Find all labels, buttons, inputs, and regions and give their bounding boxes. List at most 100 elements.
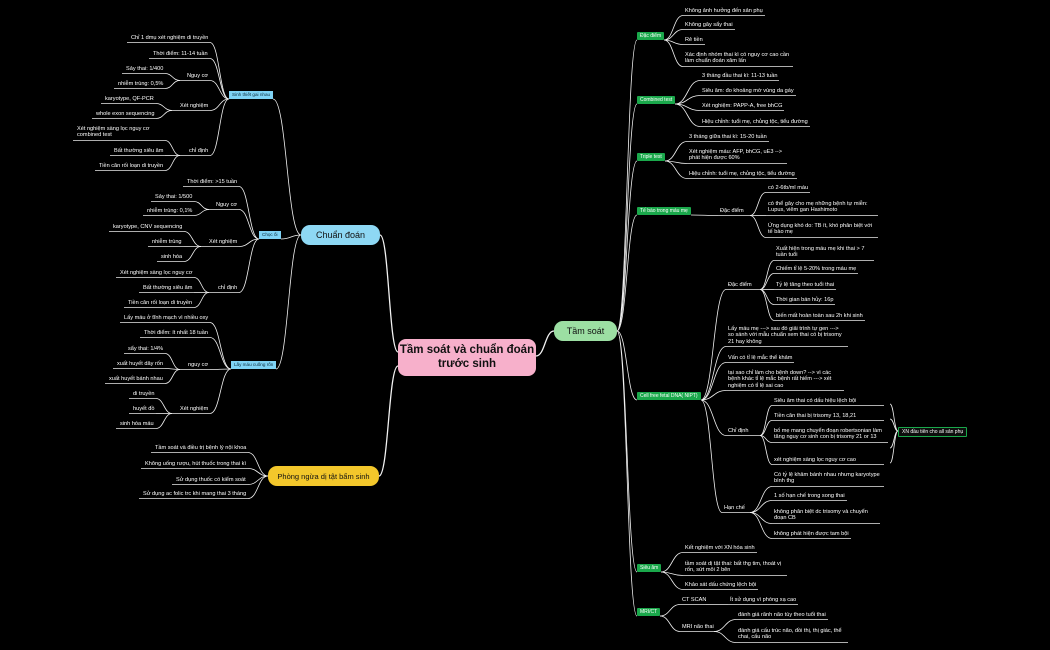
leaf[interactable]: Xét nghiệm sàng lọc nguy cơ combined tes… (77, 126, 150, 139)
branch-chuan-doan[interactable]: Chuẩn đoán (301, 225, 380, 245)
leaf[interactable]: karyotype, QF-PCR (105, 96, 154, 102)
group-sinh-thiet[interactable]: Sinh thiết gai nhau (229, 91, 274, 99)
leaf[interactable]: Xét nghiệm máu: AFP, bhCG, uE3 --> phát … (689, 149, 783, 162)
leaf[interactable]: đánh giá cấu trúc não, đồi thị, thị giác… (738, 628, 842, 641)
leaf-lay-mau[interactable]: Lấy máu mẹ ---> sau đó giải trình tự gen… (728, 326, 842, 345)
connector (209, 322, 232, 370)
leaf[interactable]: nhiễm trùng: 0,5% (118, 81, 164, 87)
leaf[interactable]: Có tỷ lệ khảm bánh nhau nhưng karyotype … (774, 472, 880, 485)
leaf[interactable]: Ứng dụng khó do: TB ít, khó phân biệt vớ… (768, 223, 873, 236)
leaf[interactable]: Lấy máu ở tĩnh mạch vì nhiều oxy (124, 315, 209, 321)
connector (238, 238, 260, 293)
sub-chi-dinh[interactable]: chỉ định (218, 285, 238, 291)
group-choc-oi[interactable]: Chọc ối (259, 231, 281, 239)
leaf[interactable]: Tỷ lệ tăng theo tuổi thai (776, 282, 835, 288)
group-cuong-ron[interactable]: Lấy máu cuống rốn (231, 361, 277, 369)
leaf[interactable]: Ít sử dụng vì phóng xạ cao (730, 597, 797, 603)
leaf[interactable]: Khảo sát dấu chứng lệch bội (685, 582, 757, 588)
leaf[interactable]: Thời gian bán hủy: 16p (776, 297, 834, 303)
branch-tam-soat[interactable]: Tầm soát (554, 321, 617, 341)
leaf[interactable]: 3 tháng đầu thai kì: 11-13 tuần (702, 73, 778, 79)
leaf-tai-sao[interactable]: tại sao chỉ làm cho bệnh down? --> vì cá… (728, 370, 832, 389)
sub-han-che[interactable]: Hạn chế (724, 505, 745, 511)
leaf-phong-ngua[interactable]: Sử dụng ac folic trc khi mang thai 3 thá… (143, 491, 247, 497)
group-te-bao[interactable]: Tế bào trong máu mẹ (637, 207, 691, 215)
side-note-xn-dau-tien[interactable]: XN đầu tiên cho all sản phụ (898, 427, 968, 437)
group-cffdna[interactable]: Cell free fetal DNA( NIPT) (637, 392, 701, 400)
leaf[interactable]: 3 tháng giữa thai kì: 15-20 tuần (689, 134, 767, 140)
leaf[interactable]: Không ảnh hưởng đến sản phụ (685, 8, 763, 14)
leaf[interactable]: Bất thường siêu âm (143, 285, 193, 291)
sub-nguy-co[interactable]: Nguy cơ (216, 202, 238, 208)
sub-dac-diem[interactable]: Đặc điểm (728, 282, 752, 288)
sub-chi-dinh[interactable]: Chỉ định (728, 428, 749, 434)
leaf[interactable]: bố mẹ mang chuyển đoạn robertsonian làm … (774, 428, 882, 441)
sub-xet-nghiem[interactable]: Xét nghiệm (180, 406, 209, 412)
leaf[interactable]: Rẻ tiền (685, 37, 703, 43)
leaf[interactable]: Xét nghiệm sàng lọc nguy cơ (120, 270, 193, 276)
leaf[interactable]: xét nghiệm sàng lọc nguy cơ cao (774, 457, 857, 463)
leaf[interactable]: biến mất hoàn toàn sau 2h khi sinh (776, 313, 863, 319)
leaf[interactable]: di truyền (133, 391, 155, 397)
leaf[interactable]: Hiệu chỉnh: tuổi mẹ, chủng tộc, tiểu đườ… (702, 119, 808, 125)
leaf[interactable]: sẩy thai: 1/4% (128, 346, 164, 352)
leaf[interactable]: whole exon sequencing (96, 111, 155, 117)
group-mri-ct[interactable]: MRI/CT (637, 608, 661, 616)
leaf[interactable]: Xuất hiện trong máu mẹ khi thai > 7 tuần… (776, 246, 865, 259)
leaf[interactable]: xuất huyết bánh nhau (109, 376, 163, 382)
sub-chi-dinh[interactable]: chỉ định (189, 148, 209, 154)
leaf-van-de[interactable]: Vấn có tỉ lệ mắc thể khảm (728, 355, 793, 361)
leaf[interactable]: Siêu âm: đo khoảng mờ vùng da gáy (702, 88, 794, 94)
leaf[interactable]: Thời điểm: 11-14 tuần (153, 51, 208, 57)
sub-nguy-co[interactable]: Nguy cơ (187, 73, 209, 79)
leaf[interactable]: nhiễm trùng (152, 239, 182, 245)
leaf[interactable]: xuất huyết dây rốn (117, 361, 164, 367)
leaf[interactable]: Bất thường siêu âm (114, 148, 164, 154)
leaf[interactable]: không phân biệt dc trisomy và chuyển đoạ… (774, 509, 868, 522)
leaf[interactable]: Xét nghiệm: PAPP-A, free bhCG (702, 103, 783, 109)
group-dac-diem[interactable]: Đặc điểm (637, 32, 665, 40)
sub-ct-scan[interactable]: CT SCAN (682, 597, 707, 603)
leaf[interactable]: Chiếm tỉ lệ 5-20% trong máu mẹ (776, 266, 857, 272)
branch-phong-ngua[interactable]: Phòng ngừa dị tật bẩm sinh (268, 466, 379, 486)
leaf[interactable]: không phát hiện được tam bội (774, 531, 849, 537)
sub-xet-nghiem[interactable]: Xét nghiệm (180, 103, 209, 109)
leaf[interactable]: nhiễm trùng: 0,1% (147, 208, 193, 214)
leaf[interactable]: sinh hóa (161, 254, 183, 260)
leaf[interactable]: đánh giá rãnh não tùy theo tuổi thai (738, 612, 826, 618)
leaf-phong-ngua[interactable]: Không uống rượu, hút thuốc trong thai kì (145, 461, 247, 467)
leaf[interactable]: 1 số hạn chế trong song thai (774, 493, 845, 499)
connector (272, 98, 302, 236)
connector (660, 571, 684, 590)
leaf[interactable]: Kết nghiệm với XN hóa sinh (685, 545, 755, 551)
leaf[interactable]: có 2-6tb/ml máu (768, 185, 809, 191)
leaf[interactable]: Siêu âm thai có dấu hiệu lệch bội (774, 398, 857, 404)
sub-dac-diem[interactable]: Đặc điểm (720, 208, 744, 214)
group-combined-test[interactable]: Combined test (637, 96, 676, 104)
leaf[interactable]: Tiền căn thai bị trisomy 13, 18,21 (774, 413, 857, 419)
sub-nguy-co[interactable]: nguy cơ (188, 362, 209, 368)
sub-xet-nghiem[interactable]: Xét nghiệm (209, 239, 238, 245)
leaf[interactable]: Sảy thai: 1/500 (155, 194, 193, 200)
leaf[interactable]: Sảy thai: 1/400 (126, 66, 164, 72)
connector (664, 160, 688, 179)
leaf[interactable]: Chỉ 1 dmụ xét nghiệm di truyền (131, 35, 209, 41)
leaf[interactable]: huyết đồ (133, 406, 155, 412)
leaf[interactable]: Không gây sẩy thai (685, 22, 733, 28)
leaf[interactable]: Hiệu chỉnh: tuổi mẹ, chủng tộc, tiểu đườ… (689, 171, 795, 177)
leaf[interactable]: sinh hóa máu (120, 421, 154, 427)
group-sieu-am[interactable]: Siêu âm (637, 564, 662, 572)
leaf[interactable]: Thời điểm: ít nhất 18 tuần (144, 330, 208, 336)
leaf[interactable]: tầm soát dị tật thai: bất thg tim, thoát… (685, 561, 782, 574)
group-triple-test[interactable]: Triple test (637, 153, 665, 161)
leaf[interactable]: Thời điểm: >15 tuần (187, 179, 238, 185)
leaf[interactable]: có thể gây cho mẹ những bệnh tự miễn: Lu… (768, 201, 868, 214)
leaf-phong-ngua[interactable]: Tầm soát và điều trị bệnh lý nội khoa (155, 445, 247, 451)
leaf[interactable]: Tiền căn rối loạn di truyền (128, 300, 193, 306)
sub-mri-nao[interactable]: MRI não thai (682, 624, 714, 630)
leaf-phong-ngua[interactable]: Sử dụng thuốc có kiểm soát (176, 477, 246, 483)
leaf[interactable]: karyotype, CNV sequencing (113, 224, 183, 230)
leaf[interactable]: Xác định nhóm thai kì có nguy cơ cao cần… (685, 52, 790, 65)
leaf[interactable]: Tiền căn rối loạn di truyền (99, 163, 164, 169)
central-topic[interactable]: Tầm soát và chuẩn đoán trước sinh (398, 339, 536, 376)
